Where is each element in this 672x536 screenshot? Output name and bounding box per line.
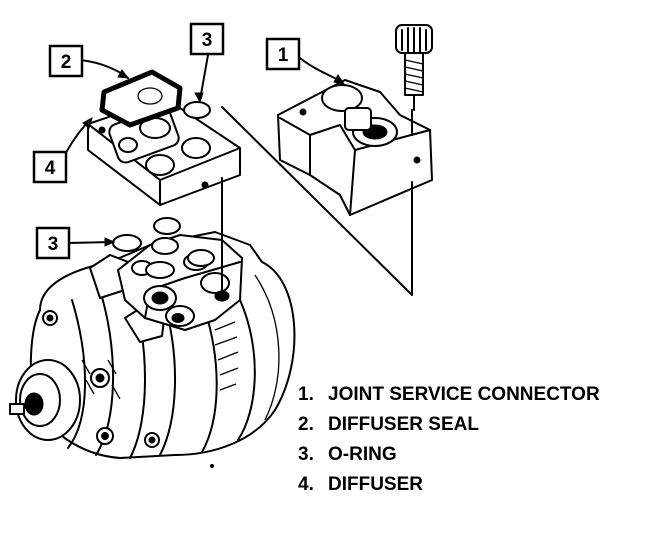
- parts-legend: 1. JOINT SERVICE CONNECTOR 2. DIFFUSER SEA…: [298, 380, 600, 500]
- legend-item-number: 4.: [298, 474, 314, 495]
- callout-2-label: 2: [61, 52, 72, 73]
- callout-4-label: 4: [45, 158, 56, 179]
- legend-item-label: DIFFUSER SEAL: [328, 414, 479, 435]
- speck: [210, 464, 214, 468]
- upper-o-ring: [183, 101, 211, 119]
- legend-item-number: 3.: [298, 444, 314, 465]
- callout-1-label: 1: [278, 45, 289, 66]
- legend-item-label: JOINT SERVICE CONNECTOR: [328, 384, 600, 405]
- legend-item-label: O-RING: [328, 444, 397, 465]
- legend-item: 4. DIFFUSER: [298, 470, 600, 500]
- callout-3-left-label: 3: [48, 234, 59, 255]
- assembly-lines: [221, 106, 413, 296]
- diffuser-seal: [99, 69, 183, 128]
- legend-item: 3. O-RING: [298, 440, 600, 470]
- callout-leaders: [61, 54, 346, 247]
- lower-o-rings: [112, 217, 215, 279]
- callout-3-top: 3: [189, 22, 225, 56]
- legend-item-number: 2.: [298, 414, 314, 435]
- legend-item: 1. JOINT SERVICE CONNECTOR: [298, 380, 600, 410]
- callout-4: 4: [32, 150, 68, 184]
- callout-3-left: 3: [35, 226, 71, 260]
- callout-2: 2: [48, 44, 84, 78]
- legend-item: 2. DIFFUSER SEAL: [298, 410, 600, 440]
- callout-3-top-label: 3: [202, 30, 213, 51]
- legend-item-number: 1.: [298, 384, 314, 405]
- callout-1: 1: [265, 37, 301, 71]
- mounting-bolt: [395, 24, 433, 111]
- joint-service-connector: [277, 79, 433, 216]
- legend-item-label: DIFFUSER: [328, 474, 423, 495]
